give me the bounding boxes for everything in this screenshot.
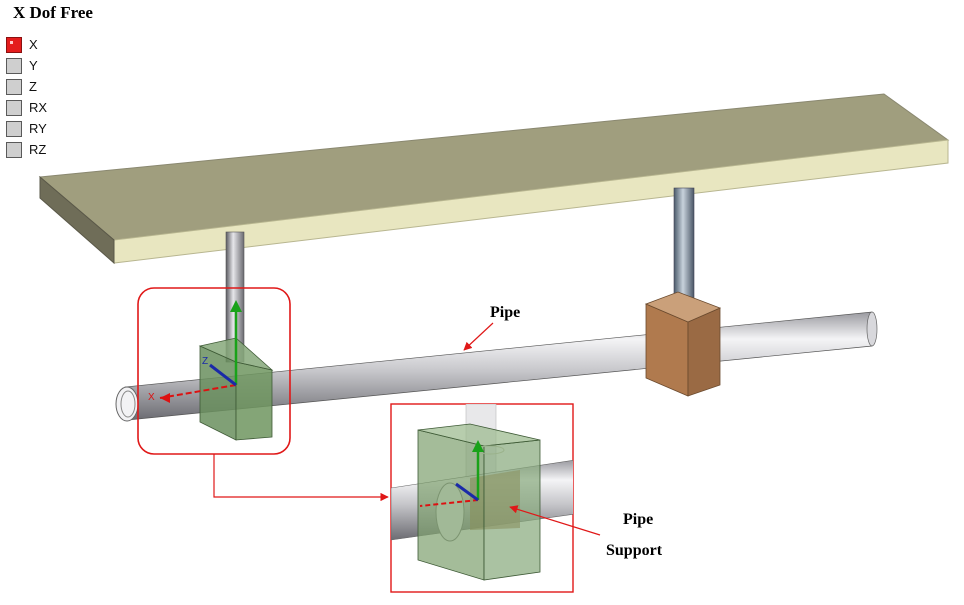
dof-checkbox-rx[interactable] <box>6 99 22 116</box>
panel-title: X Dof Free <box>13 3 93 22</box>
dof-label-y: Y <box>29 58 38 73</box>
pipe-support-right <box>644 291 722 397</box>
slab <box>38 93 950 265</box>
dof-checkbox-rz[interactable] <box>6 141 22 158</box>
triad-x-label: X <box>148 392 155 403</box>
dof-label-rx: RX <box>29 100 48 115</box>
triad-z-label: Z <box>202 356 208 367</box>
dof-item-ry[interactable]: RY <box>6 118 47 139</box>
dof-checkbox-ry[interactable] <box>6 120 22 137</box>
pipe-callout-arrow <box>463 322 494 351</box>
dof-item-rx[interactable]: RX <box>6 97 47 118</box>
dof-item-z[interactable]: Z <box>6 76 47 97</box>
pipe-callout-label: Pipe <box>490 304 521 321</box>
inset-leader <box>213 454 389 502</box>
dof-checkbox-list: X Y Z RX RY RZ <box>6 34 47 160</box>
support-callout-label-line2: Support <box>606 542 663 559</box>
dof-label-x: X <box>29 37 38 52</box>
dof-label-z: Z <box>29 79 37 94</box>
dof-checkbox-y[interactable] <box>6 57 22 74</box>
dof-label-rz: RZ <box>29 142 47 157</box>
dof-item-rz[interactable]: RZ <box>6 139 47 160</box>
dof-item-y[interactable]: Y <box>6 55 47 76</box>
dof-item-x[interactable]: X <box>6 34 47 55</box>
inset-zoom-view <box>390 403 574 593</box>
pipe-support-left <box>198 337 274 441</box>
dof-label-ry: RY <box>29 121 47 136</box>
dof-checkbox-x[interactable] <box>6 36 22 53</box>
coordinate-triad: X Z <box>148 300 242 403</box>
support-callout-arrow <box>509 505 601 536</box>
dof-checkbox-z[interactable] <box>6 78 22 95</box>
support-callout-label-line1: Pipe <box>623 511 654 528</box>
